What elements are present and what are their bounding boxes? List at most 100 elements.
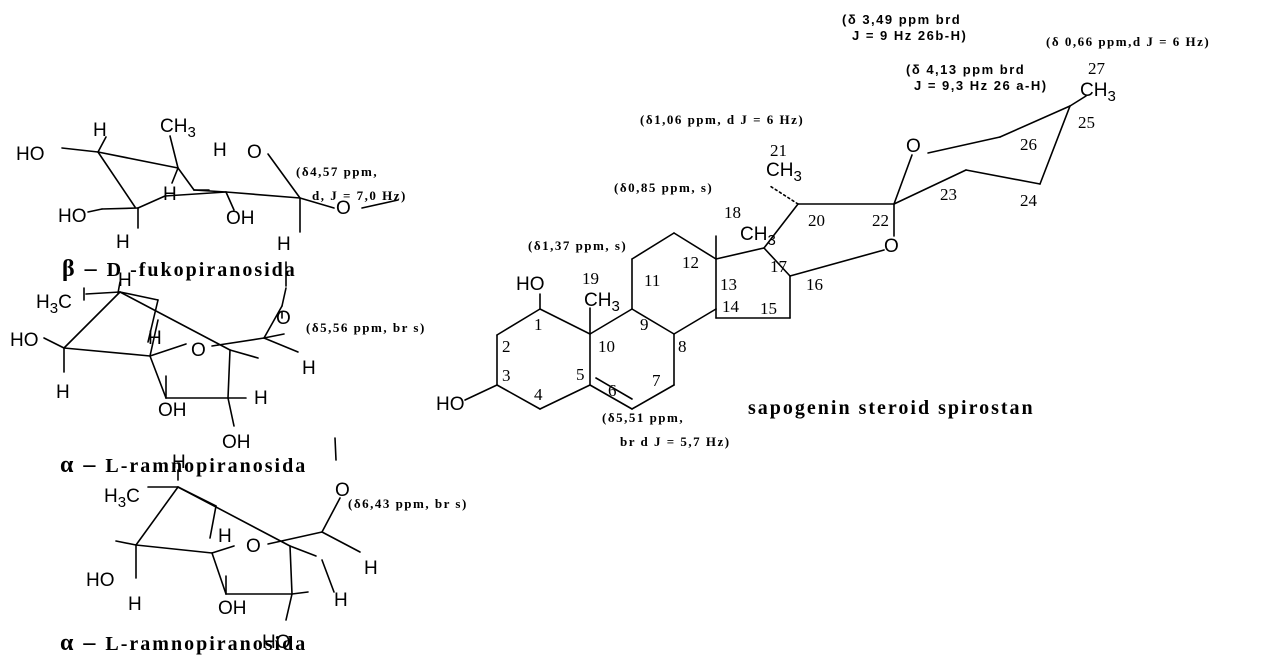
carbon-number: 7	[652, 371, 661, 390]
carbon-number: 17	[770, 257, 788, 276]
atom-o-link: O	[335, 480, 350, 501]
carbon-number: 15	[760, 299, 777, 318]
atom-ho: HO	[86, 570, 115, 591]
carbon-number: 23	[940, 185, 957, 204]
nmr-h6-line2: br d J = 5,7 Hz)	[620, 434, 731, 449]
rhamnose2-atom-labels: H H3C H O O H HO H H OH HO	[86, 452, 378, 653]
carbon-number: 5	[576, 365, 585, 384]
nmr-h26a-line1: (δ 4,13 ppm brd	[906, 62, 1025, 77]
atom-o-link: O	[276, 308, 291, 329]
carbon-numbering: 1 2 3 4 5 6 7 8 9 10 11 12 13 14 15 16 1…	[502, 59, 1106, 404]
atom-ch3-18: CH3	[740, 224, 776, 249]
carbon-number: 25	[1078, 113, 1095, 132]
fucose-nmr-line2: d, J = 7,0 Hz)	[312, 188, 407, 203]
atom-h: H	[213, 140, 227, 161]
atom-oh: OH	[158, 400, 187, 421]
aglycone-unit: HO HO CH3 CH3 CH3 CH3 O O 1 2 3 4 5 6 7 …	[436, 12, 1210, 449]
rhamnose2-name: α – L-ramnopiranosida	[60, 630, 307, 656]
nmr-h18: (δ0,85 ppm, s)	[614, 180, 713, 195]
nmr-h26b-line1: (δ 3,49 ppm brd	[842, 12, 961, 27]
atom-o-ring: O	[246, 536, 261, 557]
atom-h: H	[364, 558, 378, 579]
atom-h: H	[56, 382, 70, 403]
rhamnose1-name: α – L-ramnopiranosida	[60, 452, 307, 478]
fucose-nmr-line1: (δ4,57 ppm,	[296, 164, 378, 179]
aglycone-nmr-annotations: (δ 3,49 ppm brd J = 9 Hz 26b-H) (δ 0,66 …	[528, 12, 1210, 449]
atom-h: H	[163, 184, 177, 205]
atom-ho: HO	[58, 206, 87, 227]
fucose-atom-labels: HO H CH3 H O HO H OH H H O	[16, 116, 351, 255]
nmr-h6-line1: (δ5,51 ppm,	[602, 410, 684, 425]
atom-h: H	[254, 388, 268, 409]
rhamnose-unit-1: H H3C HO H H O H O OH H OH (δ5,56 ppm, b…	[10, 270, 426, 478]
carbon-number: 21	[770, 141, 787, 160]
atom-oh: OH	[226, 208, 255, 229]
atom-ho-c3: HO	[436, 394, 465, 415]
atom-h3c: H3C	[104, 486, 140, 511]
carbon-number: 13	[720, 275, 737, 294]
atom-ch3: CH3	[160, 116, 196, 141]
carbon-number: 3	[502, 366, 511, 385]
atom-ch3-27: CH3	[1080, 80, 1116, 105]
fucose-bonds	[61, 135, 399, 287]
atom-h: H	[116, 232, 130, 253]
carbon-number: 27	[1088, 59, 1106, 78]
atom-h: H	[302, 358, 316, 379]
atom-ho: HO	[10, 330, 39, 351]
carbon-number: 9	[640, 315, 649, 334]
carbon-number: 20	[808, 211, 825, 230]
atom-ch3-19: CH3	[584, 290, 620, 315]
atom-h3c: H3C	[36, 292, 72, 317]
carbon-number: 26	[1020, 135, 1037, 154]
aglycone-bonds	[464, 95, 1087, 410]
carbon-number: 19	[582, 269, 599, 288]
atom-h: H	[218, 526, 232, 547]
atom-ho-c1: HO	[516, 274, 545, 295]
carbon-number: 24	[1020, 191, 1038, 210]
atom-ch3-21: CH3	[766, 160, 802, 185]
rhamnose2-nmr: (δ6,43 ppm, br s)	[348, 496, 468, 511]
nmr-h26b-line2: J = 9 Hz 26b-H)	[852, 28, 967, 43]
atom-o-link: O	[336, 198, 351, 219]
rhamnose1-nmr: (δ5,56 ppm, br s)	[306, 320, 426, 335]
carbon-number: 8	[678, 337, 687, 356]
atom-o-ring: O	[247, 142, 262, 163]
rhamnose1-atom-labels: H H3C HO H H O H O OH H OH	[10, 270, 316, 453]
carbon-number: 12	[682, 253, 699, 272]
carbon-number: 22	[872, 211, 889, 230]
aglycone-atom-labels: HO HO CH3 CH3 CH3 CH3 O O	[436, 80, 1116, 415]
carbon-number: 4	[534, 385, 543, 404]
carbon-number: 6	[608, 381, 617, 400]
carbon-number: 16	[806, 275, 823, 294]
atom-h: H	[118, 270, 132, 291]
atom-o-ring-e: O	[884, 236, 899, 257]
atom-oh: OH	[218, 598, 247, 619]
carbon-number: 10	[598, 337, 615, 356]
atom-h: H	[93, 120, 107, 141]
carbon-number: 11	[644, 271, 660, 290]
rhamnose-unit-2: H H3C H O O H HO H H OH HO (δ6,43 ppm, b…	[60, 452, 468, 656]
carbon-number: 1	[534, 315, 543, 334]
rhamnose2-bonds	[115, 469, 361, 621]
aglycone-name: sapogenin steroid spirostan	[748, 397, 1035, 419]
atom-ho: HO	[262, 632, 291, 653]
fucose-name: β – D -fukopiranosida	[62, 256, 297, 282]
atom-o-ring: O	[191, 340, 206, 361]
carbon-number: 18	[724, 203, 741, 222]
atom-o-ring-f: O	[906, 136, 921, 157]
atom-h: H	[334, 590, 348, 611]
atom-h: H	[128, 594, 142, 615]
rhamnose2-bond	[321, 559, 335, 593]
atom-h: H	[172, 452, 186, 473]
atom-h: H	[277, 234, 291, 255]
nmr-h21: (δ1,06 ppm, d J = 6 Hz)	[640, 112, 804, 127]
nmr-h26a-line2: J = 9,3 Hz 26 a-H)	[914, 78, 1048, 93]
nmr-h19: (δ1,37 ppm, s)	[528, 238, 627, 253]
atom-h: H	[148, 328, 162, 349]
nmr-h27: (δ 0,66 ppm,d J = 6 Hz)	[1046, 34, 1210, 49]
atom-ho: HO	[16, 144, 45, 165]
atom-oh: OH	[222, 432, 251, 453]
carbon-number: 2	[502, 337, 511, 356]
